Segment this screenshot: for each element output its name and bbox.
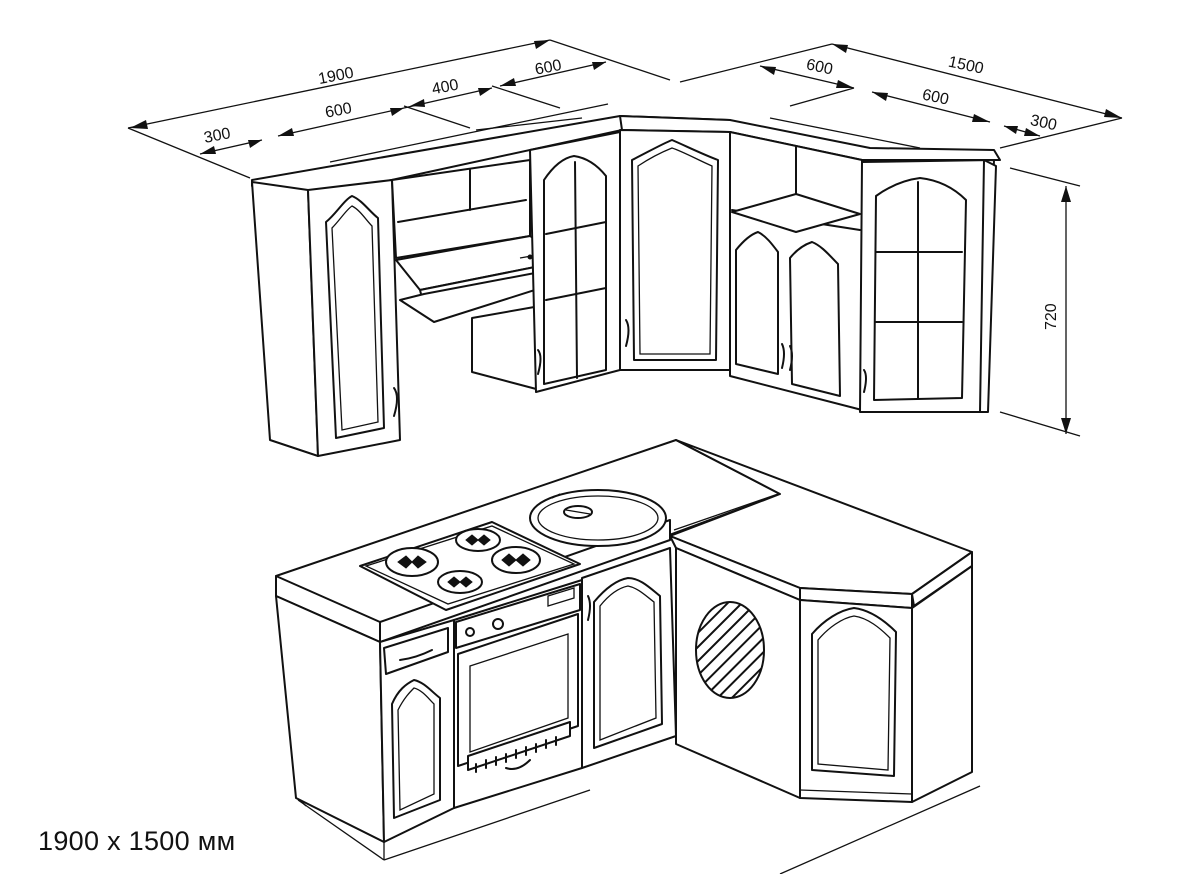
dimension-label-600-right-a: 600 [805,56,835,78]
upper-cabinet-left-tall [251,179,401,457]
burner [491,546,541,574]
upper-cabinet-glass-left [529,131,621,393]
dimension-lines: 1900 300 600 400 6 [127,39,1123,437]
dimension-label-1900: 1900 [317,65,355,88]
upper-cabinet-right-double [729,131,863,411]
sink [529,489,667,547]
dimension-label-600-a: 600 [324,100,354,122]
base-cabinet-left [275,595,455,843]
lower-cabinets [275,439,981,874]
dimension-400: 400 [403,77,561,109]
dimension-300-right: 300 [1003,112,1059,137]
upper-cabinets [251,103,1001,457]
burner [385,547,439,577]
dimension-600-right-a: 600 [759,56,855,107]
oven [453,579,583,809]
burner [437,570,483,594]
dimension-600-left: 600 [277,100,471,137]
dimension-300-left: 300 [199,125,263,155]
burner [455,528,501,552]
drawing-caption: 1900 x 1500 мм [38,826,236,856]
dimension-label-400: 400 [431,77,461,99]
dimension-600-right-b: 600 [871,86,991,123]
dimension-label-600-b: 600 [534,57,564,79]
dimension-label-600-right-b: 600 [921,86,951,108]
upper-cabinet-glass-right [859,159,997,413]
dimension-label-300-left: 300 [203,125,233,147]
dimension-1900: 1900 [127,39,671,179]
base-cabinet-sink [581,547,677,769]
base-cabinet-right [799,565,973,803]
dimension-label-300-right: 300 [1029,112,1059,134]
upper-cabinet-center-tall [619,129,731,371]
oven-vent-grille [475,736,557,773]
round-hatched-window [695,601,765,699]
dimension-label-720: 720 [1043,303,1060,330]
cooktop [359,521,581,611]
dimension-720: 720 [999,167,1081,437]
dimension-600-mid: 600 [499,57,607,87]
